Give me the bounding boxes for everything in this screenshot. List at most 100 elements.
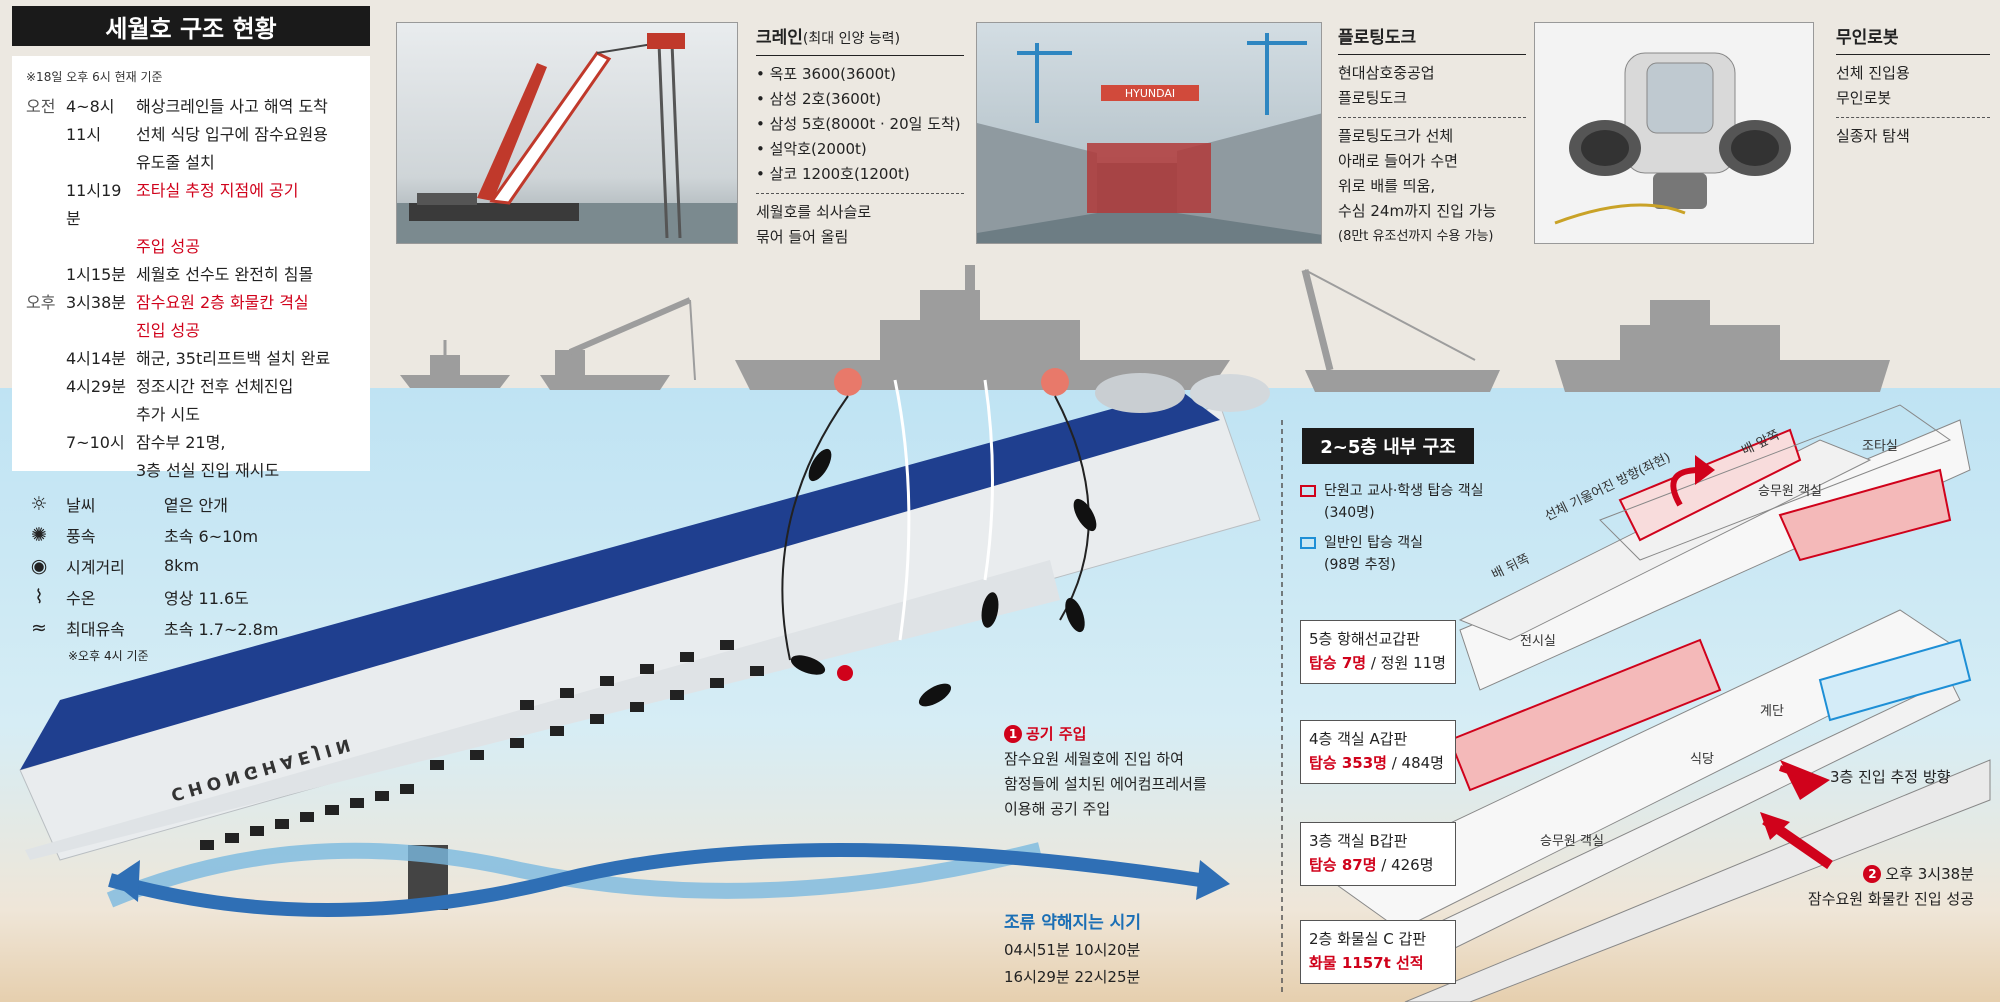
air-line-1: 잠수요원 세월호에 진입 하여 xyxy=(1004,750,1184,768)
air-injection-title: 공기 주입 xyxy=(1026,725,1087,743)
deck-4-name: 4층 객실 A갑판 xyxy=(1309,730,1408,748)
timeline-text: 잠수부 21명, xyxy=(136,433,226,452)
crane-item: • 설악호(2000t) xyxy=(756,140,867,158)
tide-title: 조류 약해지는 시기 xyxy=(1004,913,1141,933)
timeline-text: 주입 성공 xyxy=(136,237,200,256)
dock-owner-2: 플로팅도크 xyxy=(1338,89,1408,107)
crane-item: • 삼성 5호(8000t · 20일 도착) xyxy=(756,115,961,133)
robot-illustration xyxy=(1554,52,1791,225)
ship-windows xyxy=(200,640,764,850)
robot-task: 실종자 탐색 xyxy=(1836,127,1910,145)
thermometer-icon: ⌇ xyxy=(34,585,44,608)
robot-desc-2: 무인로봇 xyxy=(1836,89,1892,107)
timeline-time: 11시19분 xyxy=(66,181,122,228)
timeline-text: 유도줄 설치 xyxy=(136,153,215,172)
timeline-text: 추가 시도 xyxy=(136,405,200,424)
dock-sign: HYUNDAI xyxy=(1125,87,1175,100)
timeline-time: 4~8시 xyxy=(66,97,115,116)
surface-vessels xyxy=(400,265,1890,392)
tide-times-2: 16시29분 22시25분 xyxy=(1004,968,1141,986)
weather-label: 수온 xyxy=(66,588,96,608)
crane-info: 크레인(최대 인양 능력) • 옥포 3600(3600t)• 삼성 2호(36… xyxy=(756,26,964,250)
deck-4-count: 탑승 353명 xyxy=(1309,754,1387,772)
wave-icon: ≈ xyxy=(31,616,47,639)
timeline-text: 세월호 선수도 완전히 침몰 xyxy=(136,265,314,284)
timeline-text: 정조시간 전후 선체진입 xyxy=(136,377,294,396)
crane-subtitle: (최대 인양 능력) xyxy=(802,31,901,47)
weather-label: 최대유속 xyxy=(66,619,125,639)
ship-hull-stripe xyxy=(20,390,1220,770)
dock-desc-4: 수심 24m까지 진입 가능 xyxy=(1338,202,1497,220)
weather-value: 영상 11.6도 xyxy=(164,588,249,608)
timeline-item: 진입 성공 xyxy=(26,317,358,345)
weather-label: 날씨 xyxy=(66,495,96,515)
timeline-time: 3시38분 xyxy=(66,293,126,312)
crane-desc-1: 세월호를 쇠사슬로 xyxy=(756,203,872,221)
dock-illustration: HYUNDAI xyxy=(977,33,1321,243)
current-arrow-dark xyxy=(108,843,1202,917)
tide-panel: 조류 약해지는 시기 04시51분 10시20분 16시29분 22시25분 xyxy=(1004,910,1141,991)
timeline-ampm: 오후 xyxy=(26,293,56,312)
timeline-item: 7~10시 잠수부 21명, xyxy=(26,429,358,457)
floating-dock-title: 플로팅도크 xyxy=(1338,26,1526,55)
legend-red-label: 단원고 교사·학생 탑승 객실 xyxy=(1324,483,1484,499)
label-crew-room: 승무원 객실 xyxy=(1758,484,1822,499)
timeline-text: 해군, 35t리프트백 설치 완료 xyxy=(136,349,331,368)
deck-3-capacity: / 426명 xyxy=(1376,856,1434,874)
crane-item: • 삼성 2호(3600t) xyxy=(756,90,882,108)
weather-value: 초속 1.7~2.8m xyxy=(164,619,279,639)
lift-bag-1 xyxy=(1095,373,1185,413)
buoy-right xyxy=(1041,368,1069,396)
page-title: 세월호 구조 현황 xyxy=(12,6,370,46)
deck-3-count: 탑승 87명 xyxy=(1309,856,1377,874)
divers xyxy=(790,448,1097,707)
floating-dock-info: 플로팅도크 현대삼호중공업 플로팅도크 플로팅도크가 선체 아래로 들어가 수면… xyxy=(1338,26,1526,249)
timeline-time: 4시14분 xyxy=(66,349,126,368)
crane-title: 크레인 xyxy=(756,28,803,48)
current-arrow-light xyxy=(106,842,1042,908)
eye-icon: ◉ xyxy=(30,554,48,577)
entry-time: 오후 3시38분 xyxy=(1885,865,1974,883)
deck-structure xyxy=(1329,404,1991,1002)
entry-num-badge: 2 xyxy=(1863,865,1882,883)
tide-times-1: 04시51분 10시20분 xyxy=(1004,941,1141,959)
structure-legend: 단원고 교사·학생 탑승 객실 (340명) 일반인 탑승 객실 (98명 추정… xyxy=(1300,480,1483,576)
weather-label: 풍속 xyxy=(66,526,96,546)
robot-photo xyxy=(1534,22,1814,244)
weather-item: ⌇ 수온 영상 11.6도 xyxy=(24,581,364,612)
timeline-text: 선체 식당 입구에 잠수요원용 xyxy=(136,125,328,144)
timeline-text: 조타실 추정 지점에 공기 xyxy=(136,181,299,200)
lift-bag-2 xyxy=(1190,374,1270,412)
weather-item: ≈ 최대유속 초속 1.7~2.8m xyxy=(24,612,364,643)
timeline-ampm: 오전 xyxy=(26,97,56,116)
timeline-item: 11시 선체 식당 입구에 잠수요원용 xyxy=(26,121,358,149)
robot-title: 무인로봇 xyxy=(1836,26,1990,55)
deck-5-count: 탑승 7명 xyxy=(1309,654,1367,672)
timeline-time: 11시 xyxy=(66,125,102,144)
timeline-item: 추가 시도 xyxy=(26,401,358,429)
dock-note: (8만t 유조선까지 수용 가능) xyxy=(1338,229,1494,244)
deck-3-name: 3층 객실 B갑판 xyxy=(1309,832,1408,850)
legend-red-box xyxy=(1300,485,1316,497)
weather-value: 초속 6~10m xyxy=(164,526,259,546)
crane-item: • 살코 1200호(1200t) xyxy=(756,165,910,183)
timeline-time: 7~10시 xyxy=(66,433,125,452)
crane-desc-2: 묶어 들어 올림 xyxy=(756,228,849,246)
dock-desc-3: 위로 배를 띄움, xyxy=(1338,177,1436,195)
crane-photo xyxy=(396,22,738,244)
timeline-item: 11시19분 조타실 추정 지점에 공기 xyxy=(26,177,358,233)
label-crew-room-2: 승무원 객실 xyxy=(1540,834,1604,849)
robot-desc-1: 선체 진입용 xyxy=(1836,64,1910,82)
label-stairs: 계단 xyxy=(1760,704,1784,719)
structure-title: 2~5층 내부 구조 xyxy=(1302,428,1474,464)
label-dining: 식당 xyxy=(1690,752,1714,767)
